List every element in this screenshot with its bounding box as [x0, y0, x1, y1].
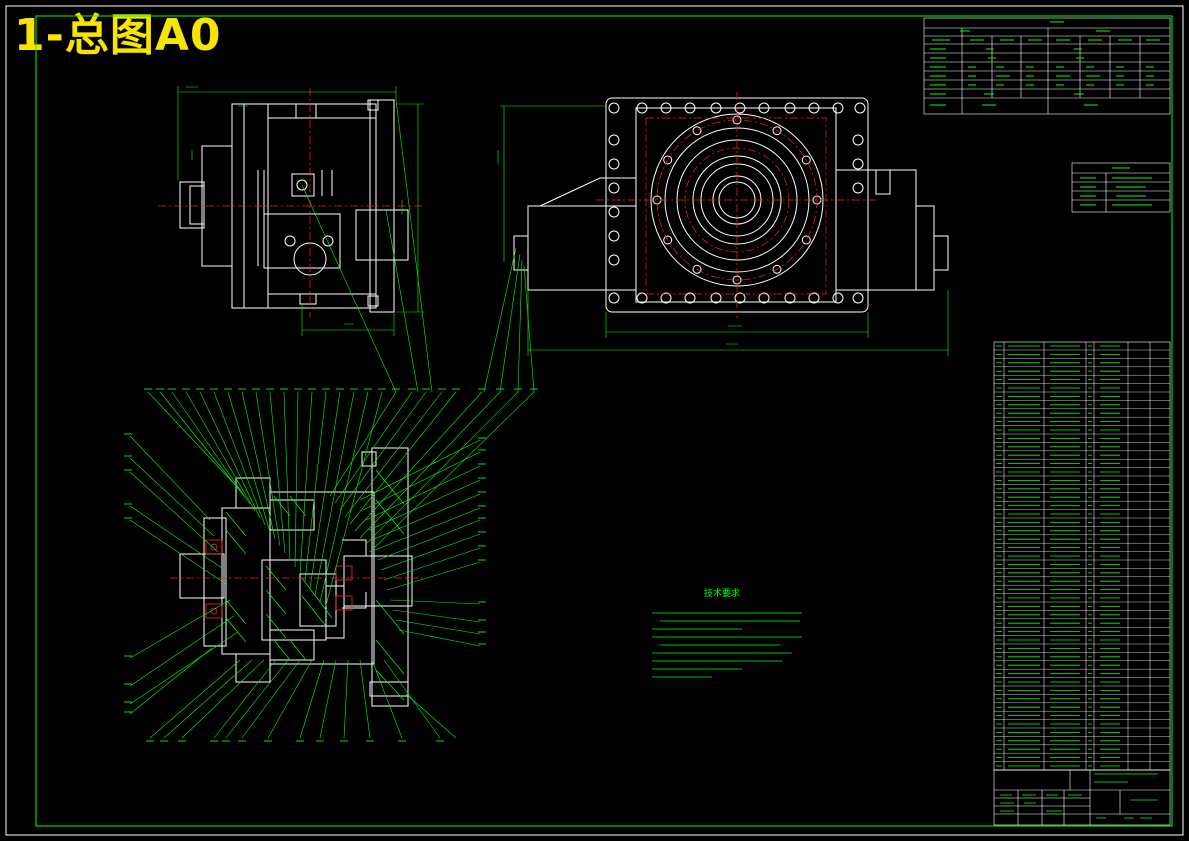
inner-border — [35, 15, 1173, 827]
outer-border — [5, 5, 1184, 836]
main-parameter-text — [1080, 167, 1152, 206]
side-view — [179, 99, 409, 313]
parameter-table — [923, 17, 1171, 115]
main-parameter-table — [1071, 162, 1171, 213]
title-block — [993, 769, 1171, 826]
parameter-table-text — [930, 21, 1160, 106]
tech-notes-lines — [652, 612, 802, 678]
title-block-text — [1000, 773, 1158, 819]
parts-list — [993, 341, 1171, 771]
front-view-dimensions — [497, 105, 949, 356]
section-view — [179, 447, 413, 707]
front-view-centerlines — [596, 92, 878, 318]
part-balloons — [124, 388, 538, 742]
side-view-centerlines — [158, 88, 424, 318]
drawing-title: 1-总图A0 — [14, 10, 222, 61]
section-view-hatching — [225, 469, 405, 701]
section-view-bearings — [205, 539, 353, 619]
side-view-dimensions — [177, 86, 424, 336]
tech-requirements-heading: 技术要求 — [704, 589, 741, 599]
leader-lines — [129, 99, 535, 739]
